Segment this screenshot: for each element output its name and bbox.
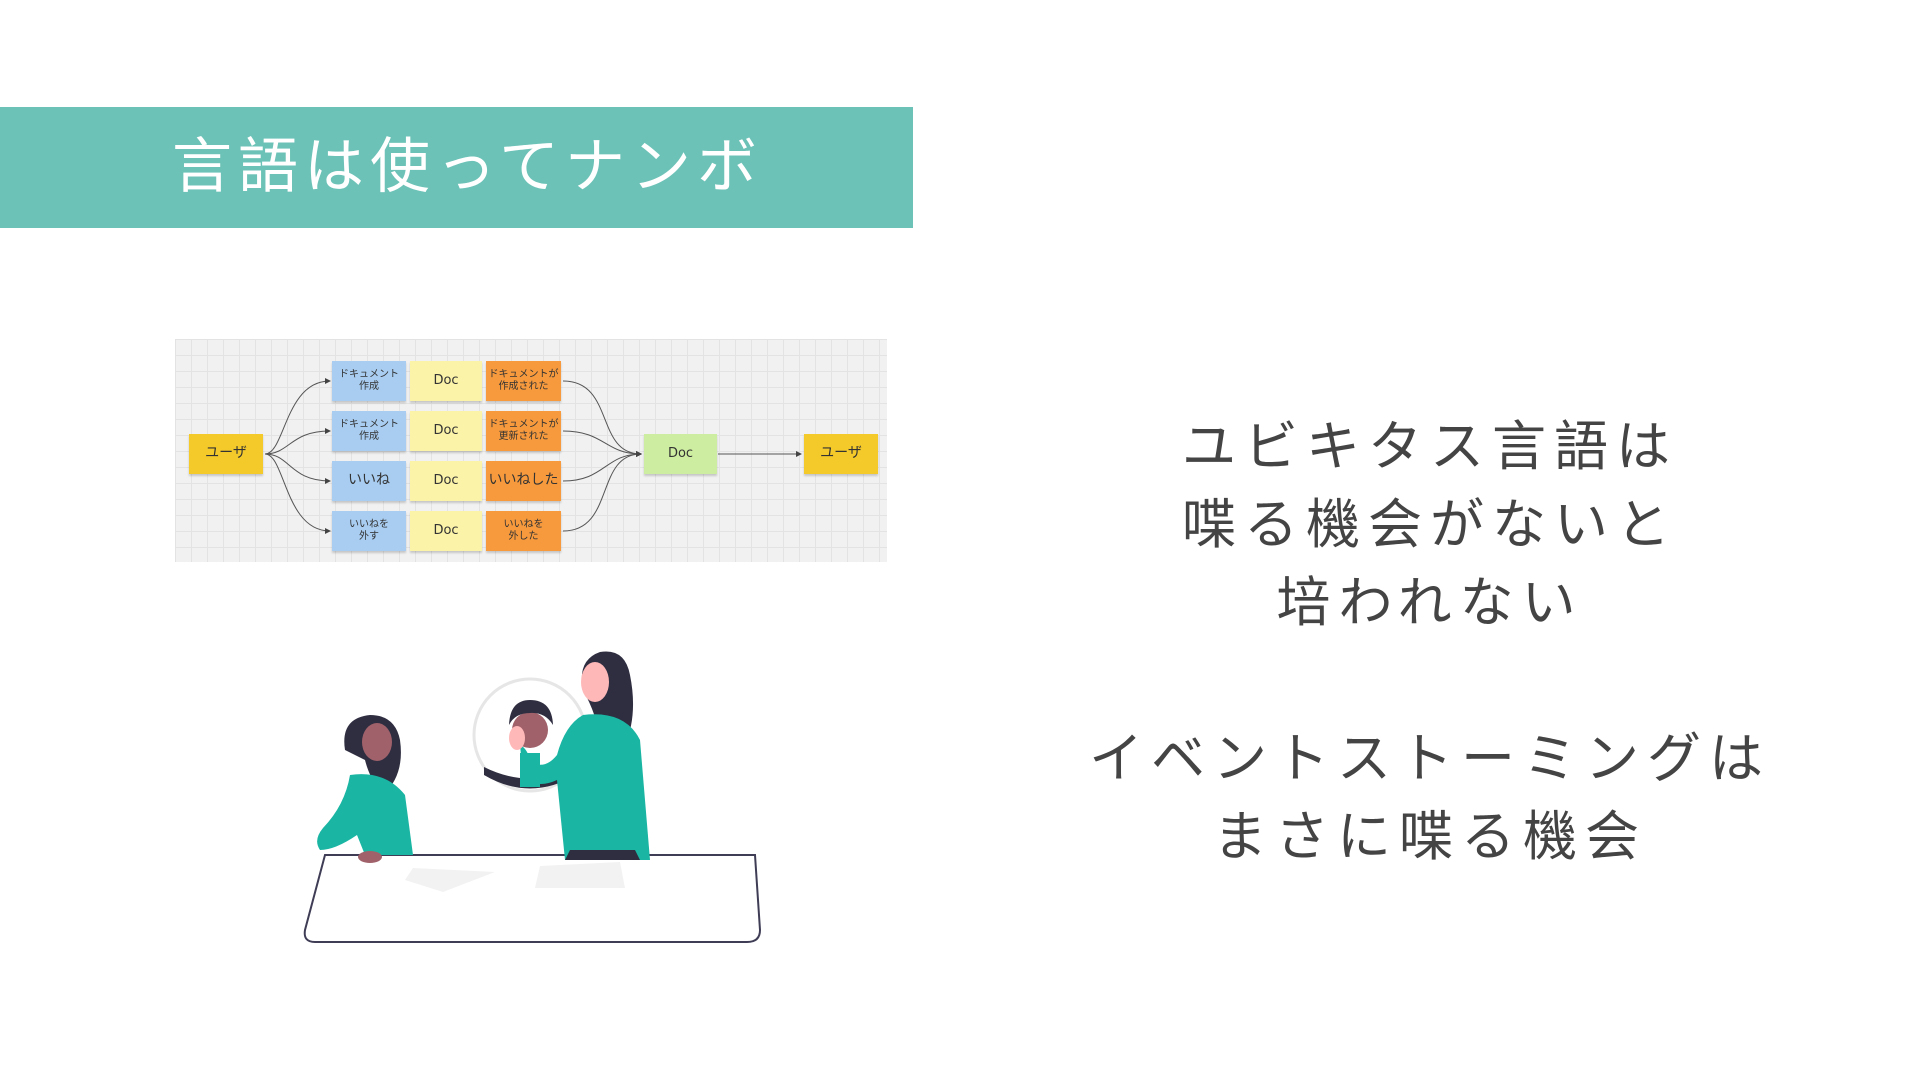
event-sticky: いいねした — [486, 461, 561, 501]
seated-woman-face — [362, 723, 392, 761]
slide-title: 言語は使ってナンボ — [172, 132, 763, 202]
command-sticky: ドキュメント 作成 — [332, 361, 406, 401]
aggregate-sticky: Doc — [410, 361, 482, 401]
aggregate-sticky: Doc — [410, 511, 482, 551]
body-line: 培われない — [1276, 571, 1584, 634]
command-sticky: いいね — [332, 461, 406, 501]
standing-woman-face — [581, 662, 609, 702]
aggregate-sticky: Doc — [410, 411, 482, 451]
command-sticky: ドキュメント 作成 — [332, 411, 406, 451]
meeting-illustration — [303, 651, 762, 943]
body-line: ユビキタス言語は — [1182, 415, 1678, 478]
standing-woman-body — [520, 714, 650, 860]
seated-woman-body — [317, 774, 413, 855]
body-spacer — [1030, 642, 1830, 720]
read-model-sticky: Doc — [644, 434, 717, 474]
event-sticky: いいねを 外した — [486, 511, 561, 551]
body-line: イベントストーミングは — [1089, 727, 1771, 790]
paper-shape — [405, 868, 495, 892]
actor-user-end: ユーザ — [804, 434, 878, 474]
command-sticky: いいねを 外す — [332, 511, 406, 551]
event-sticky: ドキュメントが 更新された — [486, 411, 561, 451]
slide-body: ユビキタス言語は 喋る機会がないと 培われない イベントストーミングは まさに喋… — [1030, 408, 1830, 876]
body-line: まさに喋る機会 — [1213, 805, 1647, 868]
actor-user-start: ユーザ — [189, 434, 263, 474]
body-line: 喋る機会がないと — [1182, 493, 1678, 556]
event-sticky: ドキュメントが 作成された — [486, 361, 561, 401]
title-banner: 言語は使ってナンボ — [0, 107, 913, 228]
diagram-connectors — [264, 378, 802, 534]
paper-shape — [535, 862, 625, 888]
table-shape — [303, 854, 762, 943]
aggregate-sticky: Doc — [410, 461, 482, 501]
event-storming-diagram: ユーザ ドキュメント 作成 Doc ドキュメントが 作成された ドキュメント 作… — [175, 339, 887, 562]
